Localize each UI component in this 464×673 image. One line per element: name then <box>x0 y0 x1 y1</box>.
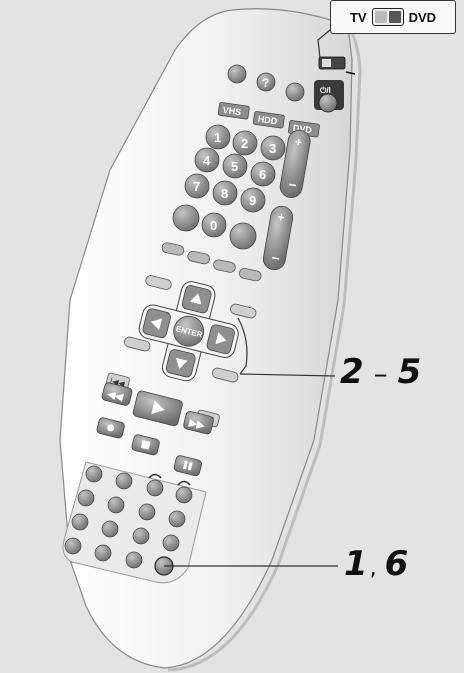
lower-button-r4c1[interactable] <box>65 538 81 554</box>
step-2-5-to: 5 <box>398 352 422 392</box>
lower-button-r1c1[interactable] <box>86 466 102 482</box>
help-label: ? <box>262 76 269 90</box>
number-key-8-label: 8 <box>221 186 228 201</box>
number-key-1-label: 1 <box>214 130 221 145</box>
step-2-5-from: 2 <box>340 352 364 392</box>
number-key-5-label: 5 <box>231 159 238 174</box>
lower-button-r1c2[interactable] <box>116 473 132 489</box>
top-button-right[interactable] <box>286 83 304 101</box>
number-key-0-label: 0 <box>210 218 217 233</box>
step-label-1-6: 1 , 6 <box>344 544 408 584</box>
step-1-6-separator: , <box>370 556 377 581</box>
remote-switch-knob <box>322 59 331 67</box>
step-label-2-5: 2 – 5 <box>340 352 421 392</box>
lower-button-r3c2[interactable] <box>102 521 118 537</box>
lower-button-r3c1[interactable] <box>72 514 88 530</box>
number-key-4-label: 4 <box>203 153 211 168</box>
switch-dvd-label: DVD <box>409 10 436 25</box>
step-2-5-separator: – <box>374 357 388 390</box>
number-key-2-label: 2 <box>241 136 248 151</box>
switch-tv-label: TV <box>350 10 367 25</box>
lower-button-r2c1[interactable] <box>78 490 94 506</box>
number-key-9-label: 9 <box>249 193 256 208</box>
number-key-3-label: 3 <box>269 141 276 156</box>
lower-button-r3c3[interactable] <box>133 528 149 544</box>
top-button-left[interactable] <box>228 65 246 83</box>
keypad-right-button[interactable] <box>230 223 256 249</box>
lower-button-r2c2[interactable] <box>108 497 124 513</box>
lower-button-r4c3[interactable] <box>126 552 142 568</box>
number-key-7-label: 7 <box>193 179 200 194</box>
tv-dvd-switch-icon <box>372 8 404 26</box>
keypad-left-button[interactable] <box>173 205 199 231</box>
power-button[interactable] <box>319 94 337 112</box>
step-1-6-to: 6 <box>385 544 409 584</box>
lower-button-r4c2[interactable] <box>95 545 111 561</box>
number-key-6-label: 6 <box>259 167 266 182</box>
step-1-6-from: 1 <box>344 544 368 584</box>
lower-button-r3c4[interactable] <box>163 535 179 551</box>
tv-dvd-switch-callout: TV DVD <box>330 0 456 34</box>
lower-button-r2c3[interactable] <box>139 504 155 520</box>
lower-button-r2c4[interactable] <box>169 511 185 527</box>
power-label: ⏻/I <box>320 86 331 95</box>
lower-button-r1c4[interactable] <box>176 487 192 503</box>
lower-button-r1c3[interactable] <box>147 480 163 496</box>
